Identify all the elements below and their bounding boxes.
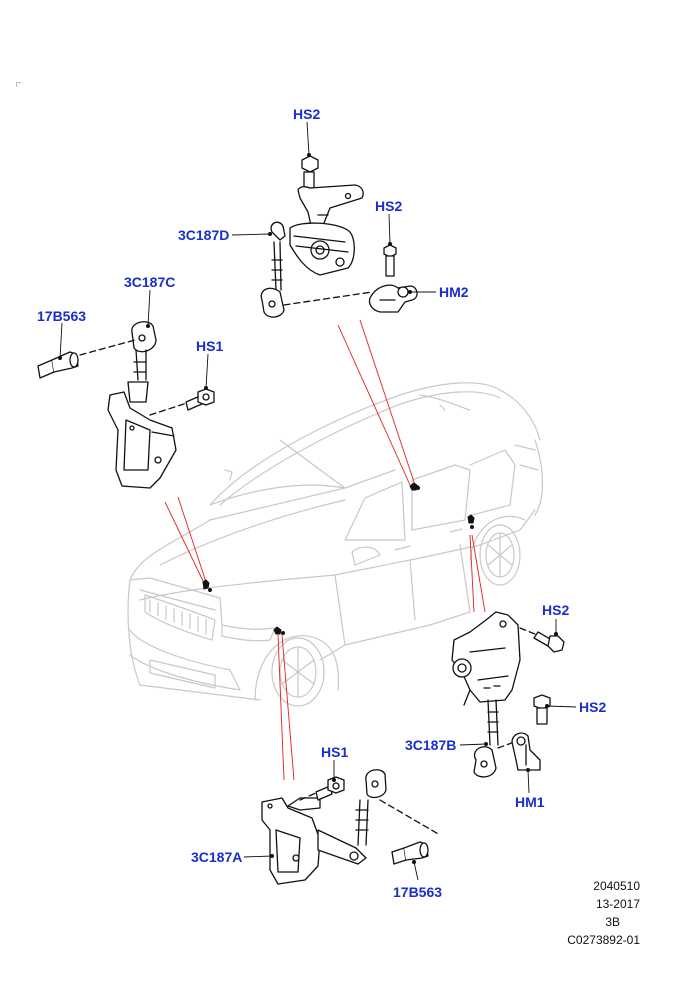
bolt-hs2-right-low [533, 694, 551, 725]
callout-hs2-top: HS2 [293, 106, 321, 122]
bracket-hm1 [511, 732, 541, 771]
callout-17b563-bottom: 17B563 [393, 884, 443, 900]
pin-17b563-bottom [391, 841, 429, 865]
callout-3c187a: 3C187A [191, 849, 243, 865]
reference-date: 13-2017 [595, 897, 640, 911]
callout-hm1: HM1 [515, 794, 545, 810]
callout-hs2-right-low: HS2 [579, 699, 607, 715]
corner-crop-mark [16, 82, 21, 87]
bolt-hs2-right [533, 631, 565, 653]
callout-17b563-left: 17B563 [37, 308, 87, 324]
sensor-3c187a [261, 769, 441, 885]
callout-hm2: HM2 [439, 284, 469, 300]
reference-number: 2040510 [593, 879, 640, 893]
reference-illustration-code: C0273892-01 [567, 933, 640, 947]
callout-3c187d: 3C187D [178, 227, 230, 243]
bolt-hs2-mid [383, 244, 397, 277]
pin-17b563-left [37, 351, 79, 379]
parts [37, 155, 565, 885]
sensor-3c187b [451, 611, 546, 778]
callout-3c187c: 3C187C [124, 274, 176, 290]
sensor-3c187d [260, 155, 373, 318]
reference-revision: 3B [605, 915, 620, 929]
callout-3c187b: 3C187B [405, 737, 457, 753]
sensor-3c187c [79, 321, 191, 489]
vehicle-outline [127, 382, 544, 707]
locator-lines [164, 319, 486, 781]
bolt-hs1-bottom [315, 776, 345, 801]
callout-hs2-mid: HS2 [375, 198, 403, 214]
callout-hs1-bottom: HS1 [321, 744, 349, 760]
callout-hs1-left: HS1 [196, 338, 224, 354]
bolt-hs1-left [185, 388, 215, 411]
callout-hs2-right: HS2 [542, 602, 570, 618]
bracket-hm2 [368, 284, 418, 313]
callout-leaders [59, 121, 577, 881]
callout-dots [58, 153, 558, 864]
sensor-location-markers [202, 482, 475, 635]
